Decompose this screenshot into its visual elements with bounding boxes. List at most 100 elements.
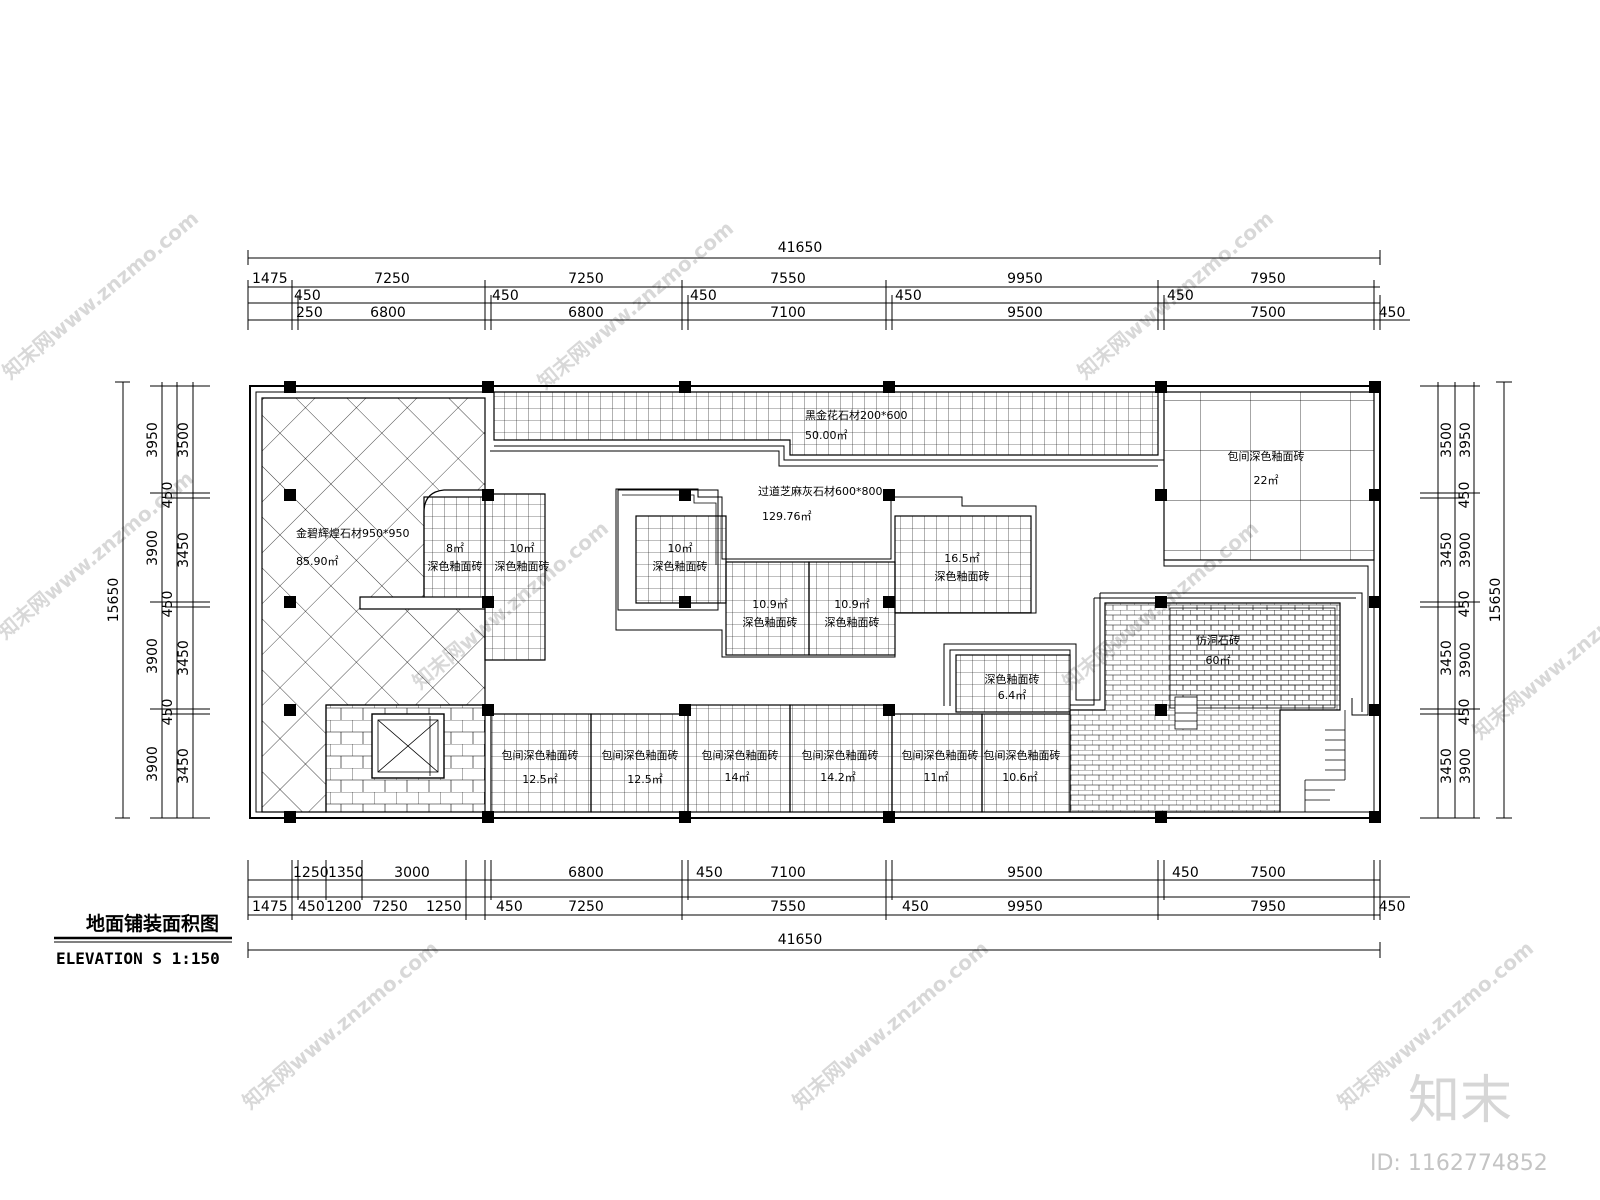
- dim-label: 3450: [176, 748, 192, 784]
- room-area: 11㎡: [924, 771, 949, 784]
- dim-label: 3950: [1458, 422, 1474, 458]
- dim-label: 450: [1172, 865, 1199, 881]
- title-block: 地面铺装面积图 ELEVATION S 1:150: [54, 912, 232, 968]
- dim-label: 3900: [1458, 748, 1474, 784]
- dim-label: 7950: [1250, 271, 1286, 287]
- dim-label: 450: [1457, 591, 1473, 618]
- bottom-dimension-labels: 1250 1350 3000 6800 450 7100 9500 450 75…: [252, 865, 1405, 948]
- dim-label: 1250: [293, 865, 329, 881]
- room-name: 包间深色釉面砖: [602, 748, 679, 762]
- dim-label: 450: [690, 288, 717, 304]
- room-name: 黑金花石材200*600: [805, 408, 908, 422]
- brand-watermark: 知末: [1408, 1071, 1512, 1131]
- dim-label: 7500: [1250, 865, 1286, 881]
- room-black-gold-marble: [485, 391, 1159, 456]
- dim-label: 7550: [770, 899, 806, 915]
- dim-label: 3450: [176, 532, 192, 568]
- watermark: 知末网www.znzmo.com: [533, 216, 738, 394]
- bottom-dimensions: [247, 860, 1410, 958]
- room-name: 包间深色釉面砖: [502, 748, 579, 762]
- top-dimensions: [247, 250, 1410, 330]
- right-dimensions: [1420, 381, 1512, 819]
- dim-label: 1200: [326, 899, 362, 915]
- total-height-right: 15650: [1488, 578, 1504, 623]
- dim-label: 7100: [770, 305, 806, 321]
- dim-label: 6800: [370, 305, 406, 321]
- dim-label: 7550: [770, 271, 806, 287]
- room-private-12-5-a: [490, 713, 592, 813]
- dim-label: 3900: [145, 530, 161, 566]
- room-area: 12.5㎡: [627, 773, 663, 786]
- room-area: 50.00㎡: [805, 429, 848, 442]
- room-area: 14.2㎡: [820, 771, 856, 784]
- total-width-bottom: 41650: [778, 932, 823, 948]
- dim-label: 3950: [145, 422, 161, 458]
- room-area: 10.9㎡: [752, 598, 788, 611]
- dim-label: 7100: [770, 865, 806, 881]
- room-name: 金碧辉煌石材950*950: [296, 526, 410, 540]
- dim-label: 6800: [568, 865, 604, 881]
- dim-label: 450: [298, 899, 325, 915]
- dim-label: 450: [902, 899, 929, 915]
- dim-label: 7250: [374, 271, 410, 287]
- corridor-outline: [490, 445, 1369, 716]
- room-area: 16.5㎡: [944, 552, 980, 565]
- dim-label: 450: [160, 699, 176, 726]
- dim-label: 3900: [1458, 642, 1474, 678]
- total-height-left: 15650: [106, 578, 122, 623]
- room-area: 10.6㎡: [1002, 771, 1038, 784]
- dim-label: 3900: [145, 638, 161, 674]
- dim-label: 1250: [426, 899, 462, 915]
- dim-label: 1350: [328, 865, 364, 881]
- room-tile-10-9-a: [725, 561, 810, 656]
- room-tile-16-5: [894, 515, 1032, 614]
- room-name: 深色釉面砖: [825, 615, 880, 629]
- dim-label: 450: [492, 288, 519, 304]
- room-name: 包间深色釉面砖: [984, 748, 1061, 762]
- room-name: 深色釉面砖: [428, 559, 483, 573]
- room-name: 深色釉面砖: [743, 615, 798, 629]
- room-name: 包间深色釉面砖: [702, 748, 779, 762]
- room-area: 129.76㎡: [762, 510, 812, 523]
- dim-label: 7250: [568, 899, 604, 915]
- watermark: 知末网www.znzmo.com: [238, 936, 443, 1114]
- dim-label: 1475: [252, 271, 288, 287]
- dim-label: 3900: [1458, 532, 1474, 568]
- dim-label: 450: [160, 591, 176, 618]
- left-dimensions: [115, 381, 210, 819]
- room-labels: 黑金花石材200*600 50.00㎡ 金碧辉煌石材950*950 85.90㎡…: [296, 408, 1305, 786]
- dim-label: 7250: [372, 899, 408, 915]
- dim-label: 9950: [1007, 899, 1043, 915]
- room-area: 10㎡: [668, 542, 693, 555]
- room-private-14: [687, 704, 791, 813]
- total-width-top: 41650: [778, 240, 823, 256]
- dim-label: 450: [1379, 305, 1406, 321]
- dim-label: 250: [296, 305, 323, 321]
- staircase: [1174, 696, 1346, 812]
- dim-label: 450: [1379, 899, 1406, 915]
- room-private-12-5-b: [590, 713, 689, 813]
- room-private-14-2: [789, 704, 893, 813]
- dim-label: 6800: [568, 305, 604, 321]
- left-dimension-labels: 15650 3950 3900 3900 3900 3500 450 3450 …: [106, 422, 192, 784]
- dim-label: 3450: [176, 640, 192, 676]
- room-area: 10.9㎡: [834, 598, 870, 611]
- dim-label: 450: [160, 482, 176, 509]
- room-area: 10㎡: [510, 542, 535, 555]
- dim-label: 3450: [1439, 640, 1455, 676]
- dim-label: 3900: [145, 746, 161, 782]
- right-dimension-labels: 15650 3500 450 3450 450 3450 450 3450 39…: [1439, 422, 1504, 784]
- dim-label: 9950: [1007, 271, 1043, 287]
- dim-label: 450: [1457, 482, 1473, 509]
- room-name: 包间深色釉面砖: [902, 748, 979, 762]
- structural-columns: [284, 381, 1381, 823]
- dim-label: 3000: [394, 865, 430, 881]
- watermark-layer: 知末网www.znzmo.com 知末网www.znzmo.com 知末网www…: [0, 206, 1600, 1176]
- dim-label: 3500: [176, 422, 192, 458]
- top-dimension-labels: 41650 1475 7250 7250 7550 9950 7950 450 …: [252, 240, 1405, 321]
- dim-label: 3450: [1439, 748, 1455, 784]
- room-area: 12.5㎡: [522, 773, 558, 786]
- room-name: 包间深色釉面砖: [1228, 449, 1305, 463]
- room-tile-10-left: [484, 493, 546, 661]
